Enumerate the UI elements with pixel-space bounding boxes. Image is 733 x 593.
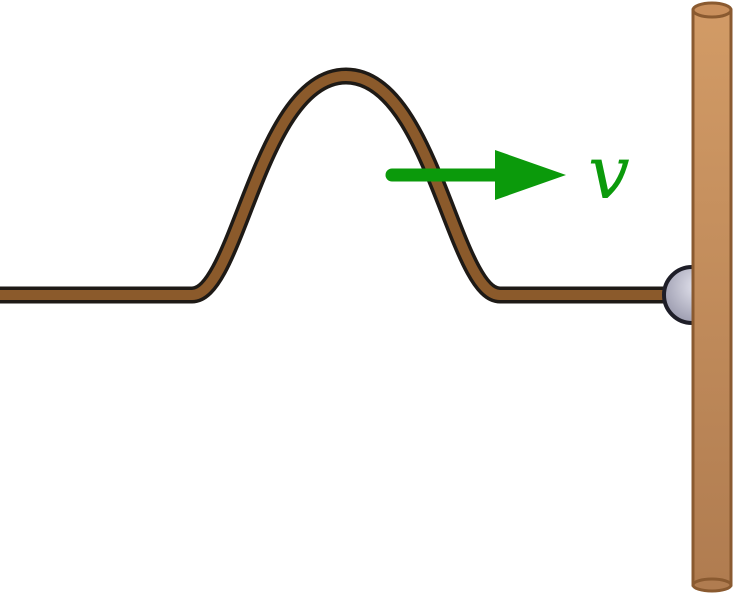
vertical-pole xyxy=(691,1,733,593)
string-body xyxy=(0,71,690,300)
string-with-pulse xyxy=(0,67,690,304)
pole-body xyxy=(691,8,733,587)
pole-bottom-cap xyxy=(691,577,733,593)
string-outline xyxy=(0,67,690,304)
velocity-label: v xyxy=(588,130,630,216)
velocity-arrow xyxy=(385,150,566,200)
right-arrow-icon-head xyxy=(495,150,566,200)
pole-top-cap xyxy=(691,1,733,19)
